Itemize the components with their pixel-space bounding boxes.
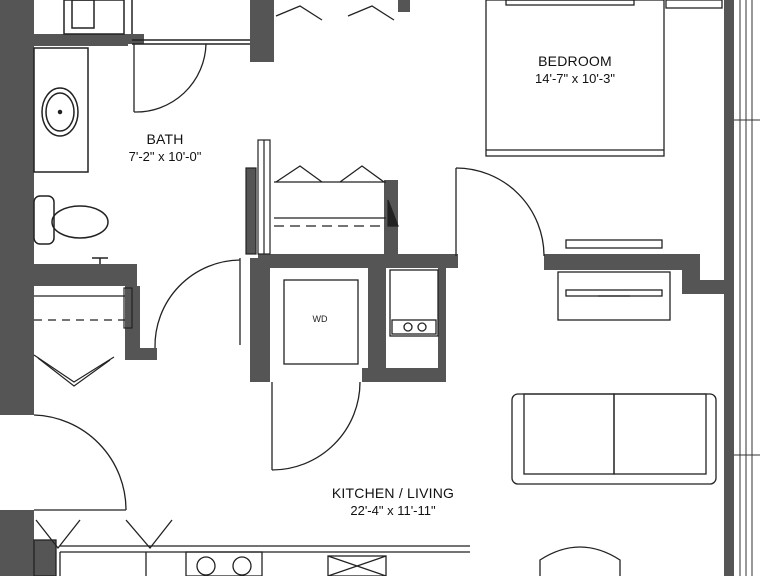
wall-top-column-small (398, 0, 410, 12)
doors (33, 5, 545, 511)
bedroom-label: BEDROOM 14'-7" x 10'-3" (505, 52, 645, 88)
kitchen-counter (33, 519, 621, 576)
toilet-tank (33, 195, 55, 245)
dresser (557, 271, 671, 321)
kitchen-living-dimensions: 22'-4" x 11'-11" (350, 503, 436, 518)
bath-fixtures (33, 0, 250, 264)
wall-bath-closet-divider (30, 264, 137, 286)
wall-laundry-north (258, 254, 458, 268)
bath-name: BATH (146, 131, 184, 147)
wall-appliance-east (438, 262, 446, 382)
shower-pan-top (63, 0, 125, 35)
wall-west-upper (0, 0, 34, 415)
bedroom-name: BEDROOM (538, 53, 612, 69)
east-windows (734, 0, 760, 576)
shower-drain (71, 0, 95, 29)
sink-inner (45, 92, 75, 132)
washer-dryer-label: WD (312, 314, 328, 324)
sofa (511, 393, 717, 485)
bath-dimensions: 7'-2" x 10'-0" (128, 149, 202, 164)
wall-top-column (250, 0, 274, 62)
wall-laundry-east (368, 262, 386, 382)
wall-laundry-west (250, 258, 270, 382)
vanity-counter (33, 47, 89, 173)
sink-drain (57, 109, 63, 115)
kitchen-living-name: KITCHEN / LIVING (331, 485, 455, 501)
sink-basin (41, 87, 79, 137)
toilet-bowl (51, 205, 109, 239)
wall-bath-door-jamb (125, 348, 157, 360)
laundry (283, 269, 439, 365)
walls (0, 0, 734, 576)
wall-bath-north (30, 34, 128, 46)
wall-east (724, 0, 734, 576)
bedroom-furniture (485, 0, 723, 321)
bedroom-dimensions: 14'-7" x 10'-3" (535, 71, 615, 86)
wall-kitchen-sw-stub (0, 512, 34, 576)
wall-bedroom-south-end (682, 280, 728, 294)
kitchen-living-label: KITCHEN / LIVING 22'-4" x 11'-11" (318, 484, 468, 520)
range-unit (389, 269, 439, 337)
washer-dryer-unit (283, 279, 359, 365)
wall-laundry-south (362, 368, 444, 382)
linen-closet (245, 139, 399, 255)
bath-closet (33, 287, 133, 387)
bath-label: BATH 7'-2" x 10'-0" (95, 130, 235, 166)
wall-bedroom-south (544, 254, 700, 270)
bed (485, 0, 665, 157)
wall-bath-north-stub (128, 34, 144, 44)
